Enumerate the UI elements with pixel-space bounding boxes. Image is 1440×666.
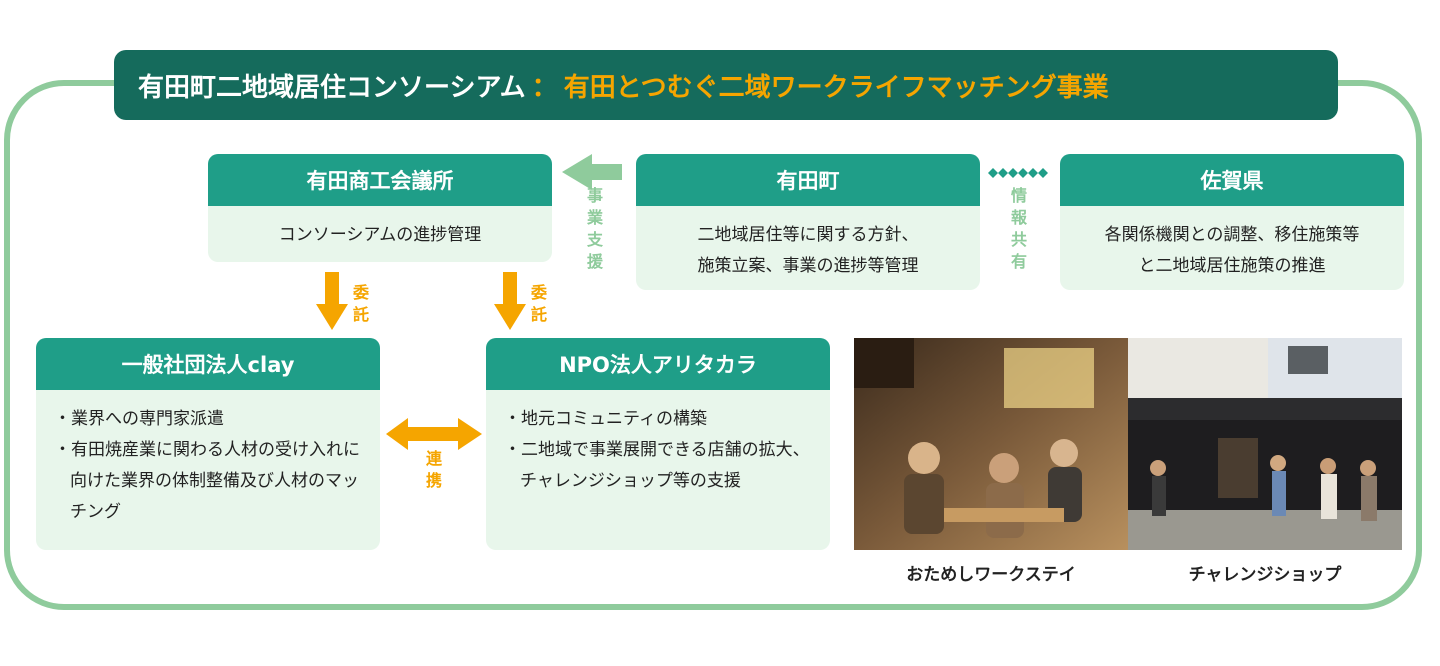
town-desc: 二地域居住等に関する方針、 施策立案、事業の進捗等管理 bbox=[636, 206, 980, 282]
clay-box: 一般社団法人clay ・業界への専門家派遣 ・有田焼産業に関わる人材の受け入れに… bbox=[36, 338, 380, 550]
npo-name: NPO法人アリタカラ bbox=[486, 338, 830, 390]
list-item: ・業界への専門家派遣 bbox=[54, 409, 224, 429]
chamber-name: 有田商工会議所 bbox=[208, 154, 552, 206]
work-stay-caption: おためしワークステイ bbox=[906, 565, 1076, 585]
town-desc-line: 二地域居住等に関する方針、 bbox=[697, 225, 919, 245]
page-title: 有田町二地域居住コンソーシアム ： 有田とつむぐ二域ワークライフマッチング事業 bbox=[114, 50, 1338, 120]
commission-right-text: 委託 bbox=[530, 283, 547, 324]
challenge-shop-caption: チャレンジショップ bbox=[1188, 565, 1342, 585]
list-item: ・地元コミュニティの構築 bbox=[504, 409, 707, 429]
challenge-shop-image bbox=[1128, 338, 1402, 550]
list-item: ・二地域で事業展開できる店舗の拡大、チャレンジショップ等の支援 bbox=[504, 440, 810, 491]
photo-challenge-shop bbox=[1128, 338, 1402, 550]
prefecture-name: 佐賀県 bbox=[1060, 154, 1404, 206]
title-separator: ： bbox=[531, 72, 558, 103]
npo-box: NPO法人アリタカラ ・地元コミュニティの構築 ・二地域で事業展開できる店舗の拡… bbox=[486, 338, 830, 550]
support-label: 事業支援 bbox=[583, 185, 607, 273]
commission-label-right: 委託 bbox=[527, 282, 551, 326]
town-name: 有田町 bbox=[636, 154, 980, 206]
prefecture-desc: 各関係機関との調整、移住施策等 と二地域居住施策の推進 bbox=[1060, 206, 1404, 282]
work-stay-image bbox=[854, 338, 1128, 550]
cooperation-label: 連携 bbox=[422, 448, 446, 492]
cooperation-label-text: 連携 bbox=[425, 449, 442, 490]
photo-work-stay bbox=[854, 338, 1128, 550]
chamber-desc: コンソーシアムの進捗管理 bbox=[278, 225, 482, 245]
commission-label-left: 委託 bbox=[349, 282, 373, 326]
commission-left-text: 委託 bbox=[352, 283, 369, 324]
title-main: 有田町二地域居住コンソーシアム bbox=[138, 72, 526, 103]
prefecture-desc-line: と二地域居住施策の推進 bbox=[1138, 256, 1326, 276]
town-box: 有田町 二地域居住等に関する方針、 施策立案、事業の進捗等管理 bbox=[636, 154, 980, 290]
share-label: 情報共有 bbox=[1007, 185, 1031, 273]
clay-name: 一般社団法人clay bbox=[36, 338, 380, 390]
chamber-box: 有田商工会議所 コンソーシアムの進捗管理 bbox=[208, 154, 552, 262]
share-label-text: 情報共有 bbox=[1010, 186, 1027, 271]
support-label-text: 事業支援 bbox=[586, 186, 603, 271]
clay-list: ・業界への専門家派遣 ・有田焼産業に関わる人材の受け入れに向けた業界の体制整備及… bbox=[36, 390, 380, 528]
town-desc-line: 施策立案、事業の進捗等管理 bbox=[697, 256, 919, 276]
prefecture-box: 佐賀県 各関係機関との調整、移住施策等 と二地域居住施策の推進 bbox=[1060, 154, 1404, 290]
prefecture-desc-line: 各関係機関との調整、移住施策等 bbox=[1104, 225, 1360, 245]
list-item: ・有田焼産業に関わる人材の受け入れに向けた業界の体制整備及び人材のマッチング bbox=[54, 440, 360, 522]
npo-list: ・地元コミュニティの構築 ・二地域で事業展開できる店舗の拡大、チャレンジショップ… bbox=[486, 390, 830, 497]
title-sub: 有田とつむぐ二域ワークライフマッチング事業 bbox=[563, 72, 1109, 103]
